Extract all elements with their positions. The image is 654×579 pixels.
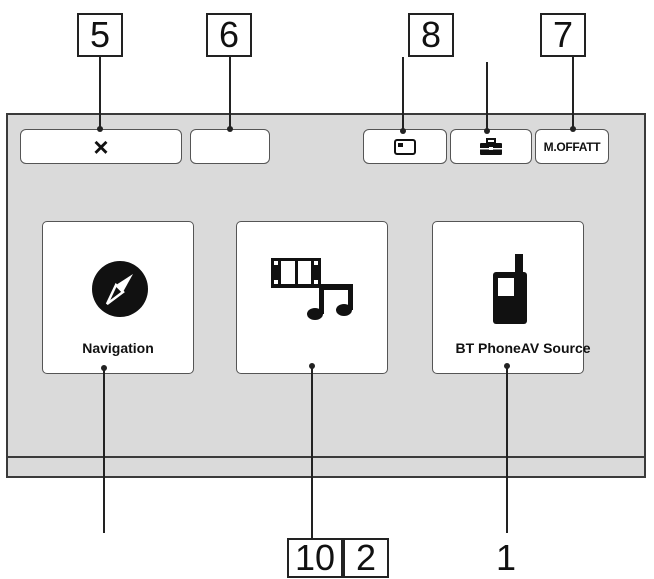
toolbox-icon <box>480 137 502 155</box>
av-source-tile[interactable] <box>236 221 388 374</box>
callout-5: 5 <box>77 13 123 57</box>
window-icon <box>394 138 416 155</box>
film-music-icon <box>271 258 353 320</box>
callout-10: 10 <box>287 538 343 578</box>
close-button[interactable]: × <box>20 129 182 164</box>
callout-7: 7 <box>540 13 586 57</box>
callout-1: 1 <box>496 537 517 578</box>
callout-6: 6 <box>206 13 252 57</box>
blank-button[interactable] <box>190 129 270 164</box>
settings-button[interactable] <box>450 129 532 164</box>
screen-bottom-band <box>6 456 646 478</box>
bt-phone-label: BT PhoneAV Source <box>455 340 591 356</box>
bt-phone-tile[interactable]: BT PhoneAV Source <box>432 221 591 374</box>
close-icon: × <box>93 131 109 162</box>
mobile-phone-icon <box>493 254 527 324</box>
callout-2: 2 <box>343 538 389 578</box>
display-mode-button[interactable] <box>363 129 447 164</box>
compass-icon <box>92 261 148 317</box>
navigation-label: Navigation <box>82 340 154 356</box>
monitor-off-button[interactable]: M.OFFATT <box>535 129 609 164</box>
callout-8: 8 <box>408 13 454 57</box>
monitor-off-label: M.OFFATT <box>543 139 601 154</box>
navigation-tile[interactable]: Navigation <box>42 221 194 374</box>
